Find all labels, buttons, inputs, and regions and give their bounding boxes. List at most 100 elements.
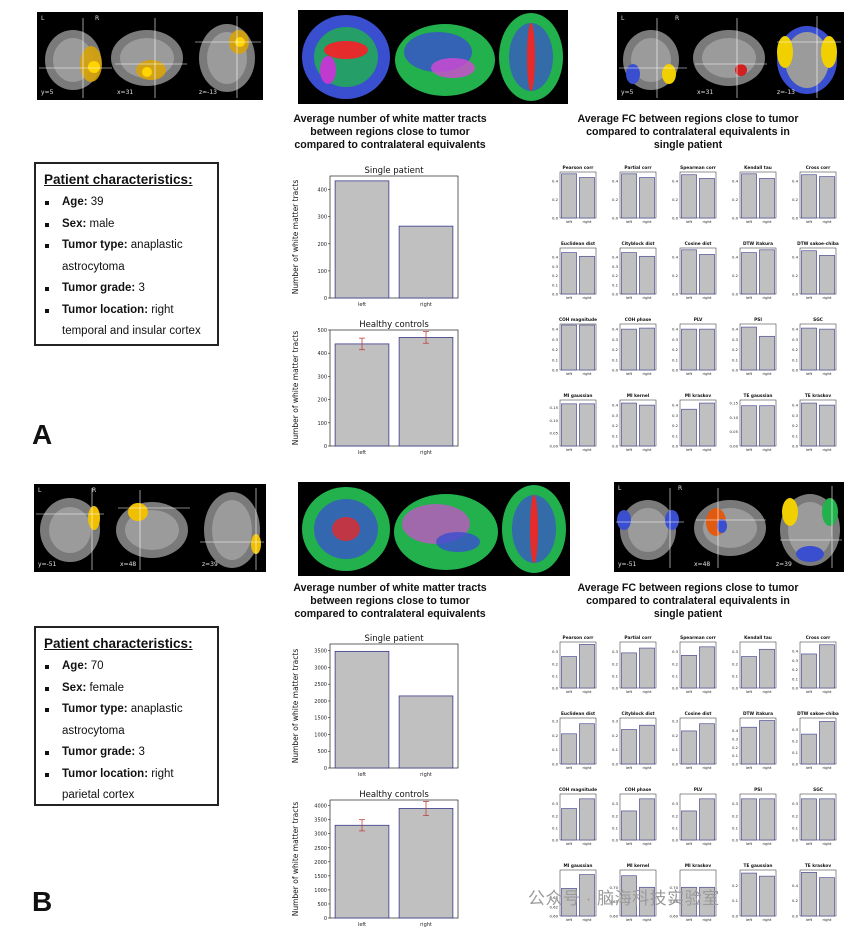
- subplot-y-tick-label: 0.1: [672, 747, 679, 752]
- patient-characteristic-label: Tumor grade:: [62, 282, 136, 294]
- subplot-title: MI gaussian: [564, 393, 593, 399]
- subplot-x-tick-label: left: [806, 841, 813, 846]
- subplot-y-tick-label: 0.1: [732, 673, 739, 678]
- subplot-bar: [681, 328, 697, 371]
- patient-characteristic-item: Tumor grade: 3: [44, 742, 211, 764]
- subplot-x-tick-label: left: [686, 219, 693, 224]
- subplot-x-tick-label: right: [583, 447, 592, 452]
- subplot-bar: [561, 656, 577, 689]
- x-tick-label: right: [420, 772, 432, 778]
- subplot-y-tick-label: 0.1: [612, 357, 619, 362]
- subplot-frame: [559, 869, 597, 917]
- subplot-bar: [681, 408, 697, 447]
- subplot-y-tick-label: 0.4: [612, 255, 619, 260]
- subplot-bar: [801, 250, 817, 295]
- y-tick-label: 1500: [314, 874, 327, 880]
- subplot-title: COH magnitude: [559, 317, 597, 323]
- subplot-x-tick-label: left: [626, 447, 633, 452]
- subplot-y-tick-label: 0.2: [612, 423, 619, 428]
- subplot-y-tick-label: 0.1: [552, 673, 559, 678]
- subplot-y-tick-label: 0.0: [552, 762, 559, 767]
- patient-characteristic-item: Age: 70: [44, 656, 211, 678]
- subplot-x-tick-label: right: [823, 841, 832, 846]
- patient-characteristic-label: Tumor grade:: [62, 746, 136, 758]
- subplot-bar: [579, 874, 595, 917]
- subplot-title: Kendall tau: [744, 635, 772, 641]
- subplot-y-tick-label: 0.0: [612, 444, 619, 449]
- slice-coordinate: z=-13: [777, 89, 795, 96]
- tractography-strip: [298, 10, 568, 104]
- subplot-y-tick-label: 0.2: [672, 661, 679, 666]
- patient-characteristic-item: astrocytoma: [44, 257, 211, 279]
- patient-characteristic-item: Sex: male: [44, 214, 211, 236]
- subplot-x-tick-label: right: [703, 765, 712, 770]
- subplot-y-tick-label: 0.4: [672, 179, 679, 184]
- subplot-x-tick-label: right: [703, 841, 712, 846]
- subplot-y-tick-label: 0.4: [612, 327, 619, 332]
- subplot-x-tick-label: right: [823, 917, 832, 922]
- y-tick-label: 2000: [314, 699, 327, 705]
- subplot-bar: [579, 177, 595, 219]
- subplot-y-tick-label: 0.60: [610, 914, 619, 919]
- subplot-bar: [759, 720, 775, 765]
- bar: [398, 695, 454, 769]
- orientation-left-label: L: [621, 15, 625, 22]
- slice-coordinate: x=48: [120, 561, 137, 568]
- subplot-y-tick-label: 0.1: [732, 898, 739, 903]
- subplot-title: Cosine dist: [685, 241, 712, 247]
- tumor-location-strip: L R y=-51 x=48 z=39: [34, 484, 266, 572]
- subplot-bar: [621, 328, 637, 371]
- fc-heading-line: single patient: [653, 139, 723, 151]
- subplot-x-tick-label: left: [686, 917, 693, 922]
- bar: [398, 225, 454, 299]
- patient-characteristic-value: 39: [87, 196, 104, 208]
- subplot-title: Euclidean dist: [561, 711, 595, 717]
- subplot-y-tick-label: 0.3: [612, 801, 619, 806]
- subplot-y-tick-label: 0.2: [552, 813, 559, 818]
- subplot-title: Cross corr: [806, 635, 831, 641]
- chart-title: Healthy controls: [359, 320, 429, 330]
- y-tick-label: 2500: [314, 682, 327, 688]
- subplot-title: SGC: [813, 317, 823, 323]
- subplot-bar: [801, 733, 817, 765]
- subplot-bar: [801, 653, 817, 689]
- subplot-bar: [741, 326, 757, 371]
- subplot-frame: [799, 717, 837, 765]
- subplot-y-tick-label: 0.2: [792, 197, 799, 202]
- bar: [398, 808, 454, 919]
- subplot-bar: [801, 872, 817, 917]
- subplot-y-tick-label: 0.3: [552, 718, 559, 723]
- subplot-title: COH phase: [625, 317, 651, 323]
- subplot-y-tick-label: 0.0: [672, 216, 679, 221]
- subplot-x-tick-label: left: [746, 841, 753, 846]
- subplot-title: TE kraskov: [805, 393, 831, 399]
- subplot-y-tick-label: 0.1: [612, 433, 619, 438]
- subplot-title: DTW sakoe-chiba: [797, 241, 839, 247]
- subplot-bar: [681, 655, 697, 689]
- subplot-y-tick-label: 0.10: [730, 415, 739, 420]
- y-tick-label: 200: [317, 242, 327, 248]
- subplot-bar: [819, 877, 835, 917]
- subplot-bar: [759, 648, 775, 689]
- subplot-y-tick-label: 0.0: [672, 686, 679, 691]
- slice-coordinate: y=-51: [38, 561, 57, 568]
- y-tick-label: 500: [317, 328, 327, 334]
- subplot-y-tick-label: 0.4: [612, 179, 619, 184]
- subplot-bar: [699, 328, 715, 371]
- subplot-y-tick-label: 0.1: [732, 753, 739, 758]
- subplot-bar: [699, 886, 715, 917]
- y-tick-label: 200: [317, 398, 327, 404]
- subplot-title: DTW itakura: [743, 241, 773, 247]
- orientation-right-label: R: [675, 15, 680, 22]
- patient-characteristic-value: astrocytoma: [62, 724, 125, 737]
- subplot-bar: [741, 726, 757, 765]
- y-tick-label: 4000: [314, 804, 327, 810]
- subplot-bar: [639, 404, 655, 447]
- subplot-x-tick-label: right: [763, 917, 772, 922]
- subplot-bar: [579, 798, 595, 841]
- subplot-frame: [679, 869, 717, 917]
- y-tick-label: 0: [324, 296, 327, 302]
- subplot-x-tick-label: right: [823, 765, 832, 770]
